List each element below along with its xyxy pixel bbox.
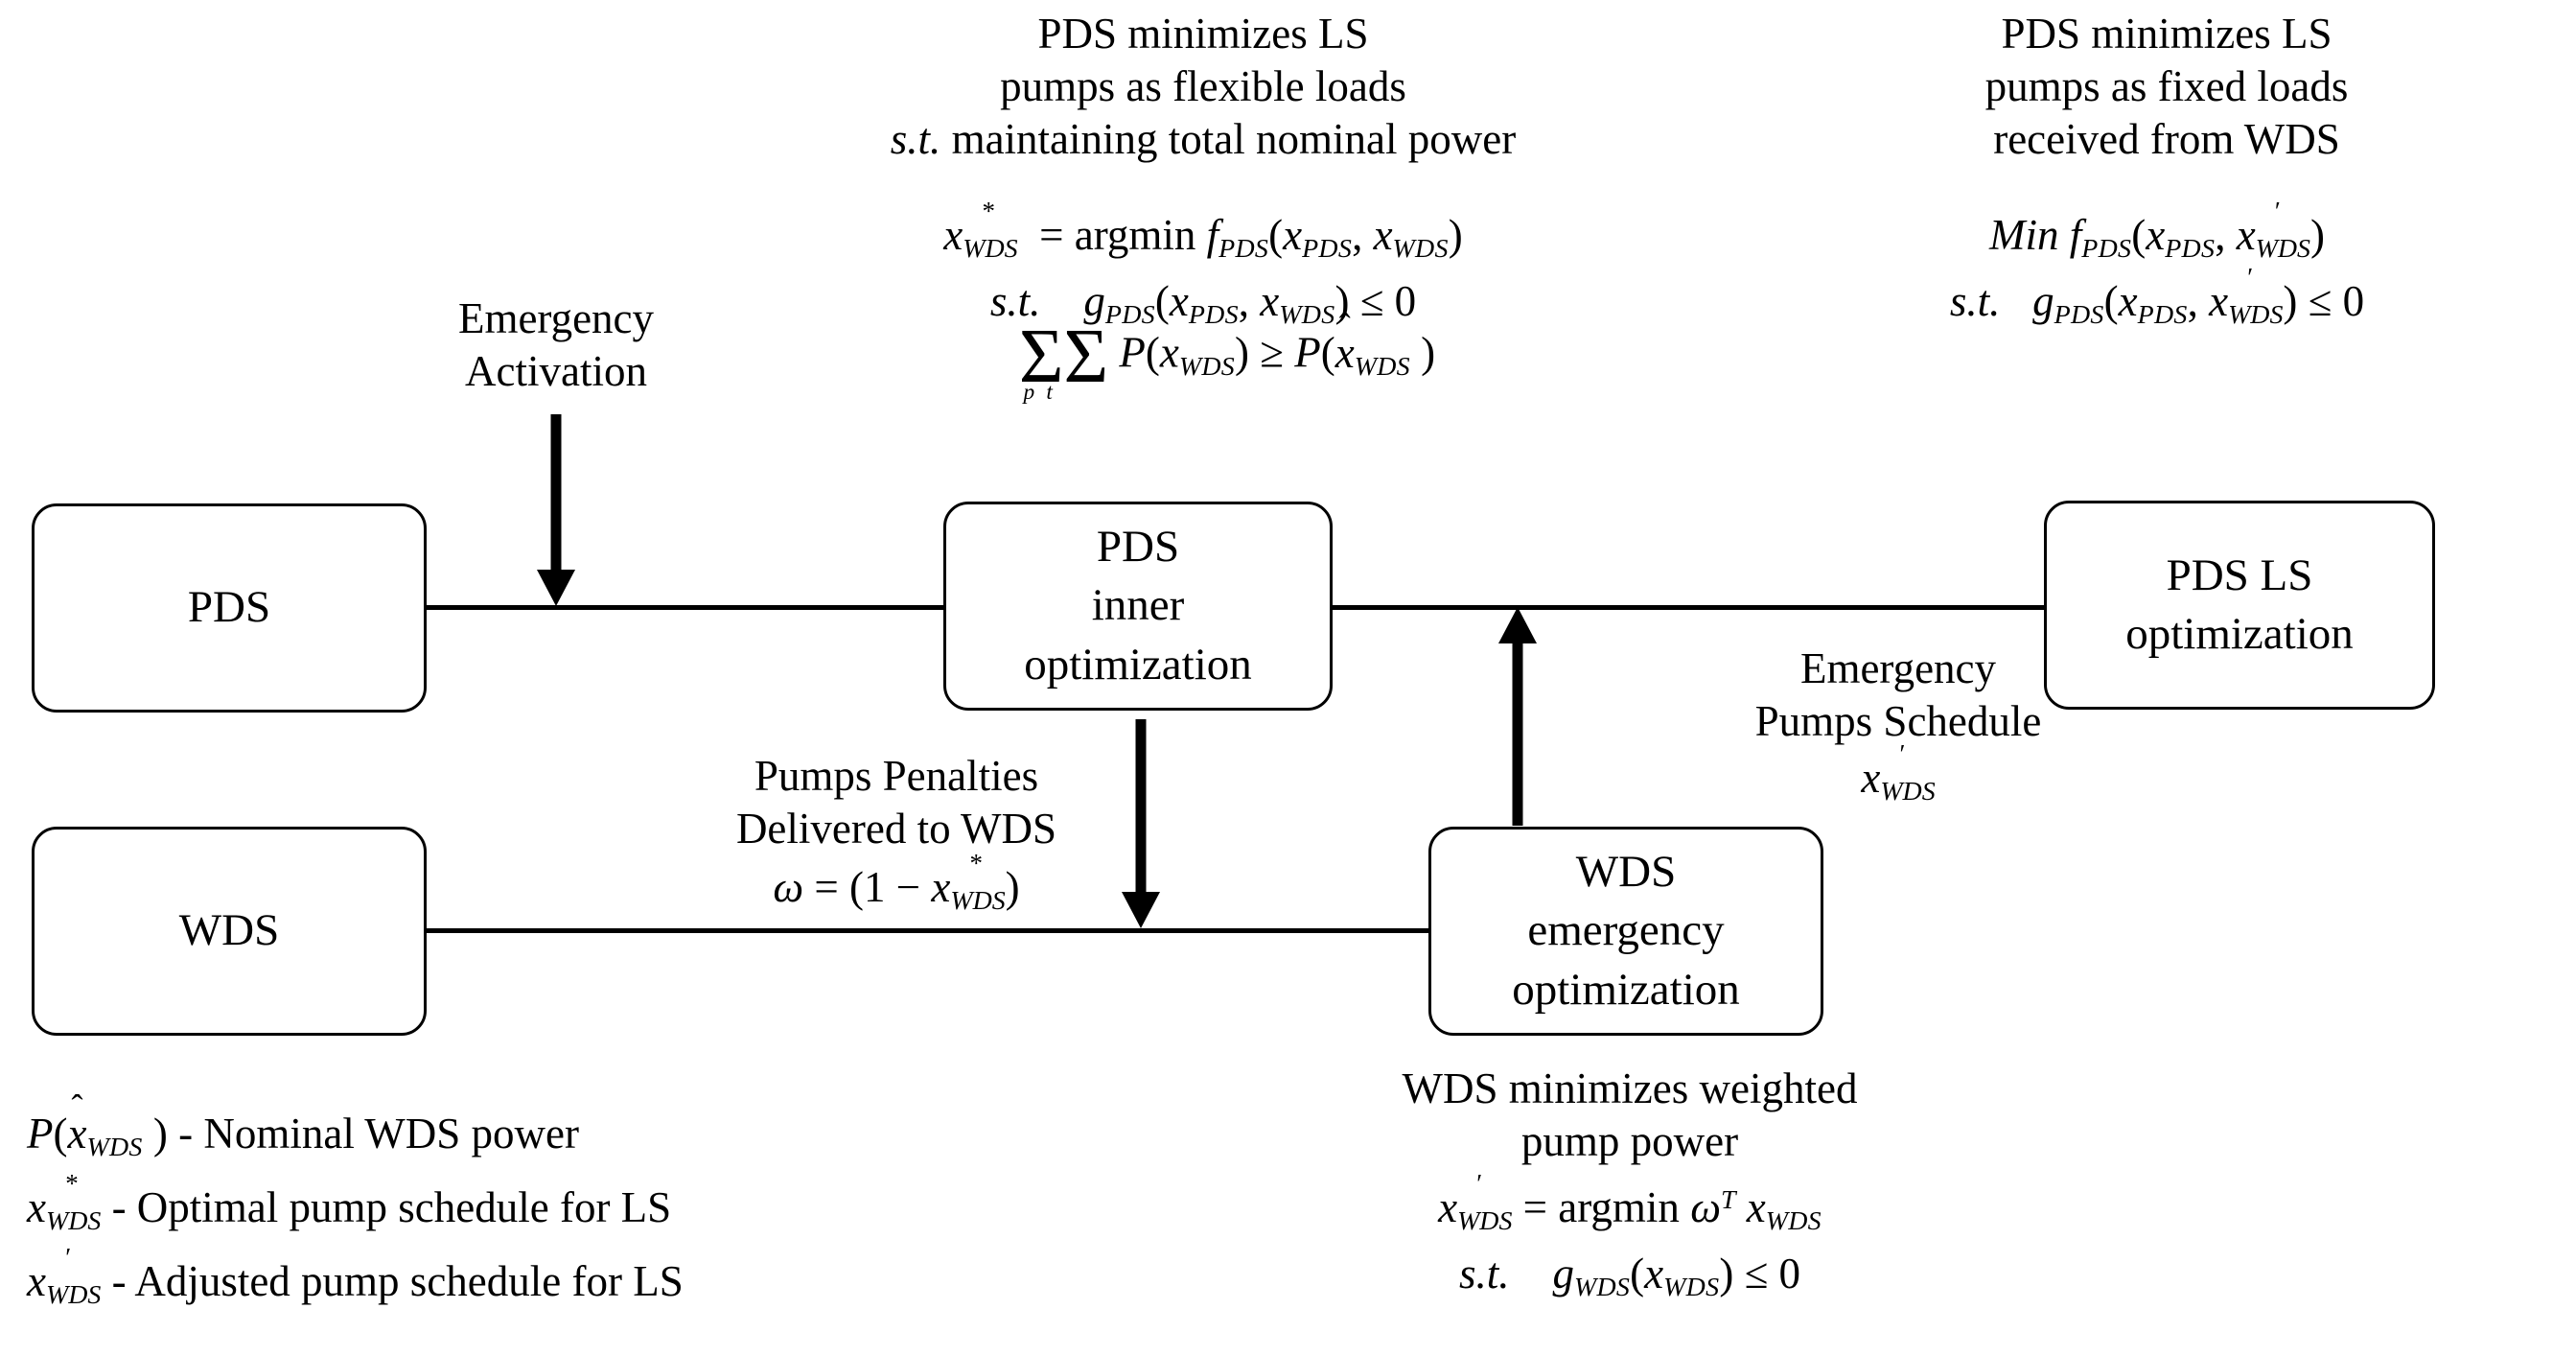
box-pds[interactable]: PDS bbox=[32, 503, 427, 713]
box-pds-inner-line-0: PDS bbox=[1096, 522, 1180, 573]
pds-inner-desc-line-1: pumps as flexible loads bbox=[1000, 61, 1406, 110]
box-wds-emergency-line-2: optimization bbox=[1512, 964, 1740, 1015]
legend-item-0: P(̂xWDS ) - Nominal WDS power bbox=[27, 1110, 580, 1163]
wds-desc-line-0: WDS minimizes weighted bbox=[1402, 1064, 1858, 1112]
pumps-penalties-arrow bbox=[1122, 719, 1160, 928]
pds-ls-desc-line-0: PDS minimizes LS bbox=[2001, 10, 2332, 58]
legend-item-0-desc: - Nominal WDS power bbox=[178, 1110, 580, 1157]
emergency-pumps-schedule-arrow bbox=[1498, 607, 1537, 826]
annotation-pds-ls-equations: Min fPDS(xPDS, x′WDS) s.t. gPDS(xPDS, x′… bbox=[1754, 196, 2560, 331]
connector-wds-to-wds-emergency bbox=[422, 928, 1432, 933]
annotation-pds-ls-desc: PDS minimizes LS pumps as fixed loads re… bbox=[1812, 8, 2521, 166]
emergency-activation-line-0: Emergency bbox=[457, 294, 655, 342]
pds-ls-eq-0: Min fPDS(xPDS, x′WDS) bbox=[1989, 196, 2325, 265]
pumps-penalties-line-1: Delivered to WDS bbox=[735, 804, 1057, 853]
legend-item-1: x*WDS - Optimal pump schedule for LS bbox=[27, 1168, 672, 1237]
pds-ls-eq-1: s.t. gPDS(xPDS, x′WDS) ≤ 0 bbox=[1949, 262, 2365, 331]
box-wds-emergency-line-0: WDS bbox=[1575, 847, 1677, 898]
annotation-pds-inner-equations: x*WDS = argmin fPDS(xPDS, xWDS) s.t. gPD… bbox=[796, 196, 1611, 331]
box-pds-inner-line-2: optimization bbox=[1024, 639, 1252, 690]
box-pds-ls-optimization[interactable]: PDS LS optimization bbox=[2044, 501, 2435, 710]
pds-inner-desc-line-2: s.t. maintaining total nominal power bbox=[890, 114, 1517, 163]
box-wds-emergency-optimization[interactable]: WDS emergency optimization bbox=[1428, 827, 1823, 1036]
pds-inner-desc-line-0: PDS minimizes LS bbox=[1037, 10, 1369, 58]
box-pds-inner-line-1: inner bbox=[1091, 580, 1185, 631]
box-wds-emergency-line-1: emergency bbox=[1527, 905, 1725, 956]
pumps-penalties-line-0: Pumps Penalties bbox=[754, 752, 1039, 800]
connector-pds-to-pds-inner bbox=[422, 605, 947, 610]
pds-ls-desc-line-2: received from WDS bbox=[1993, 114, 2340, 163]
legend: P(̂xWDS ) - Nominal WDS power x*WDS - Op… bbox=[27, 1108, 890, 1311]
annotation-pds-inner-desc: PDS minimizes LS pumps as flexible loads… bbox=[796, 8, 1611, 166]
box-wds[interactable]: WDS bbox=[32, 827, 427, 1036]
box-pds-inner-optimization[interactable]: PDS inner optimization bbox=[943, 502, 1333, 711]
box-pds-ls-line-1: optimization bbox=[2125, 609, 2354, 659]
connector-pds-inner-to-pds-ls bbox=[1329, 605, 2048, 610]
pds-ls-desc-line-1: pumps as fixed loads bbox=[1984, 61, 2349, 110]
emergency-pumps-schedule-line-0: Emergency bbox=[1799, 644, 1997, 692]
legend-item-2: x′WDS - Adjusted pump schedule for LS bbox=[27, 1242, 684, 1311]
pds-inner-eq-1: s.t. gPDS(xPDS, xWDS) ≤ 0 bbox=[989, 276, 1417, 331]
box-pds-line-0: PDS bbox=[187, 582, 271, 633]
wds-eq-1: s.t. gWDS(xWDS) ≤ 0 bbox=[1458, 1249, 1801, 1303]
box-wds-line-0: WDS bbox=[178, 905, 280, 956]
annotation-pumps-penalties: Pumps Penalties Delivered to WDS ω = (1 … bbox=[671, 750, 1122, 917]
legend-item-2-desc: - Adjusted pump schedule for LS bbox=[111, 1256, 684, 1305]
legend-item-1-desc: - Optimal pump schedule for LS bbox=[111, 1182, 672, 1231]
emergency-activation-line-1: Activation bbox=[465, 346, 647, 395]
emergency-pumps-schedule-line-1: Pumps Schedule bbox=[1754, 696, 2042, 745]
annotation-wds-desc: WDS minimizes weighted pump power x′WDS … bbox=[1285, 1063, 1975, 1303]
pds-inner-eq-0: x*WDS = argmin fPDS(xPDS, xWDS) bbox=[943, 196, 1463, 265]
wds-desc-line-1: pump power bbox=[1520, 1116, 1739, 1165]
emergency-activation-arrow bbox=[537, 414, 575, 606]
wds-eq-0: x′WDS = argmin ωT xWDS bbox=[1438, 1168, 1822, 1237]
annotation-emergency-pumps-schedule: Emergency Pumps Schedule x′WDS bbox=[1630, 643, 2167, 807]
box-pds-ls-line-0: PDS LS bbox=[2166, 549, 2313, 600]
pumps-penalties-eq: ω = (1 − x*WDS) bbox=[773, 848, 1020, 917]
annotation-emergency-activation: Emergency Activation bbox=[364, 292, 748, 398]
emergency-pumps-schedule-eq: x′WDS bbox=[1861, 738, 1936, 807]
